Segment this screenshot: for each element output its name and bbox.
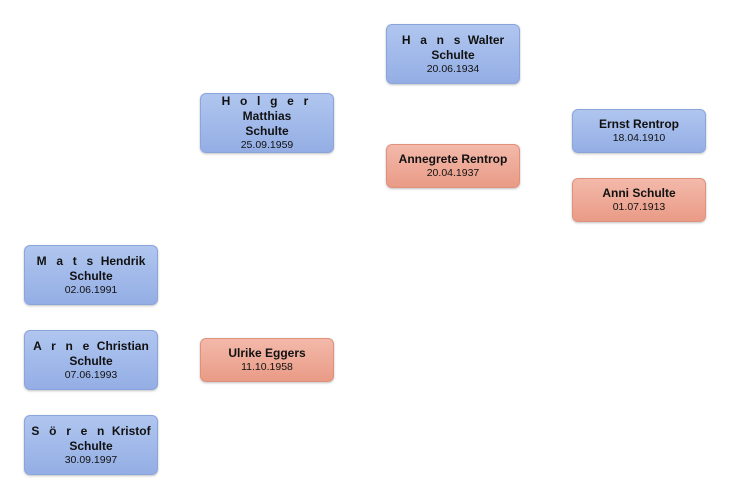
person-name: M a t s Hendrik — [37, 254, 146, 269]
person-name: A r n e Christian — [33, 339, 149, 354]
person-node-soeren-kristof-schulte[interactable]: S ö r e n Kristof Schulte 30.09.1997 — [24, 415, 158, 475]
person-node-annegrete-rentrop[interactable]: Annegrete Rentrop 20.04.1937 — [386, 144, 520, 188]
birth-date: 30.09.1997 — [64, 453, 118, 466]
person-node-holger-matthias-schulte[interactable]: H o l g e r Matthias Schulte 25.09.1959 — [200, 93, 334, 153]
surname: Schulte — [69, 438, 113, 453]
birth-date: 01.07.1913 — [612, 201, 666, 213]
person-name: H a n s Walter — [402, 33, 504, 48]
middle-name: Christian — [93, 338, 149, 353]
person-name: Annegrete Rentrop — [398, 152, 508, 166]
middle-name: Walter — [464, 32, 505, 47]
person-node-mats-hendrik-schulte[interactable]: M a t s Hendrik Schulte 02.06.1991 — [24, 245, 158, 305]
first-name: A r n e — [33, 338, 93, 353]
surname: Schulte — [431, 47, 475, 62]
person-node-hans-walter-schulte[interactable]: H a n s Walter Schulte 20.06.1934 — [386, 24, 520, 84]
person-node-anni-schulte[interactable]: Anni Schulte 01.07.1913 — [572, 178, 706, 222]
person-name: Anni Schulte — [602, 186, 676, 200]
person-name: H o l g e r Matthias — [201, 94, 333, 124]
middle-name: Matthias — [242, 109, 292, 123]
first-name: M a t s — [36, 253, 97, 268]
middle-name: Hendrik — [97, 253, 146, 268]
birth-date: 18.04.1910 — [612, 132, 666, 144]
first-name: H o l g e r — [221, 94, 312, 108]
middle-name: Kristof — [108, 423, 151, 438]
surname: Schulte — [69, 268, 113, 283]
person-node-ernst-rentrop[interactable]: Ernst Rentrop 18.04.1910 — [572, 109, 706, 153]
birth-date: 25.09.1959 — [240, 139, 294, 151]
surname: Schulte — [69, 353, 113, 368]
surname: Schulte — [245, 124, 289, 138]
birth-date: 07.06.1993 — [64, 368, 118, 381]
birth-date: 20.06.1934 — [426, 62, 480, 75]
birth-date: 20.04.1937 — [426, 167, 480, 179]
person-node-arne-christian-schulte[interactable]: A r n e Christian Schulte 07.06.1993 — [24, 330, 158, 390]
first-name: S ö r e n — [31, 423, 108, 438]
first-name: H a n s — [401, 32, 464, 47]
person-name: Ulrike Eggers — [228, 346, 306, 360]
person-node-ulrike-eggers[interactable]: Ulrike Eggers 11.10.1958 — [200, 338, 334, 382]
birth-date: 11.10.1958 — [241, 361, 293, 373]
birth-date: 02.06.1991 — [64, 283, 118, 296]
person-name: S ö r e n Kristof — [31, 424, 150, 439]
person-name: Ernst Rentrop — [598, 117, 679, 131]
